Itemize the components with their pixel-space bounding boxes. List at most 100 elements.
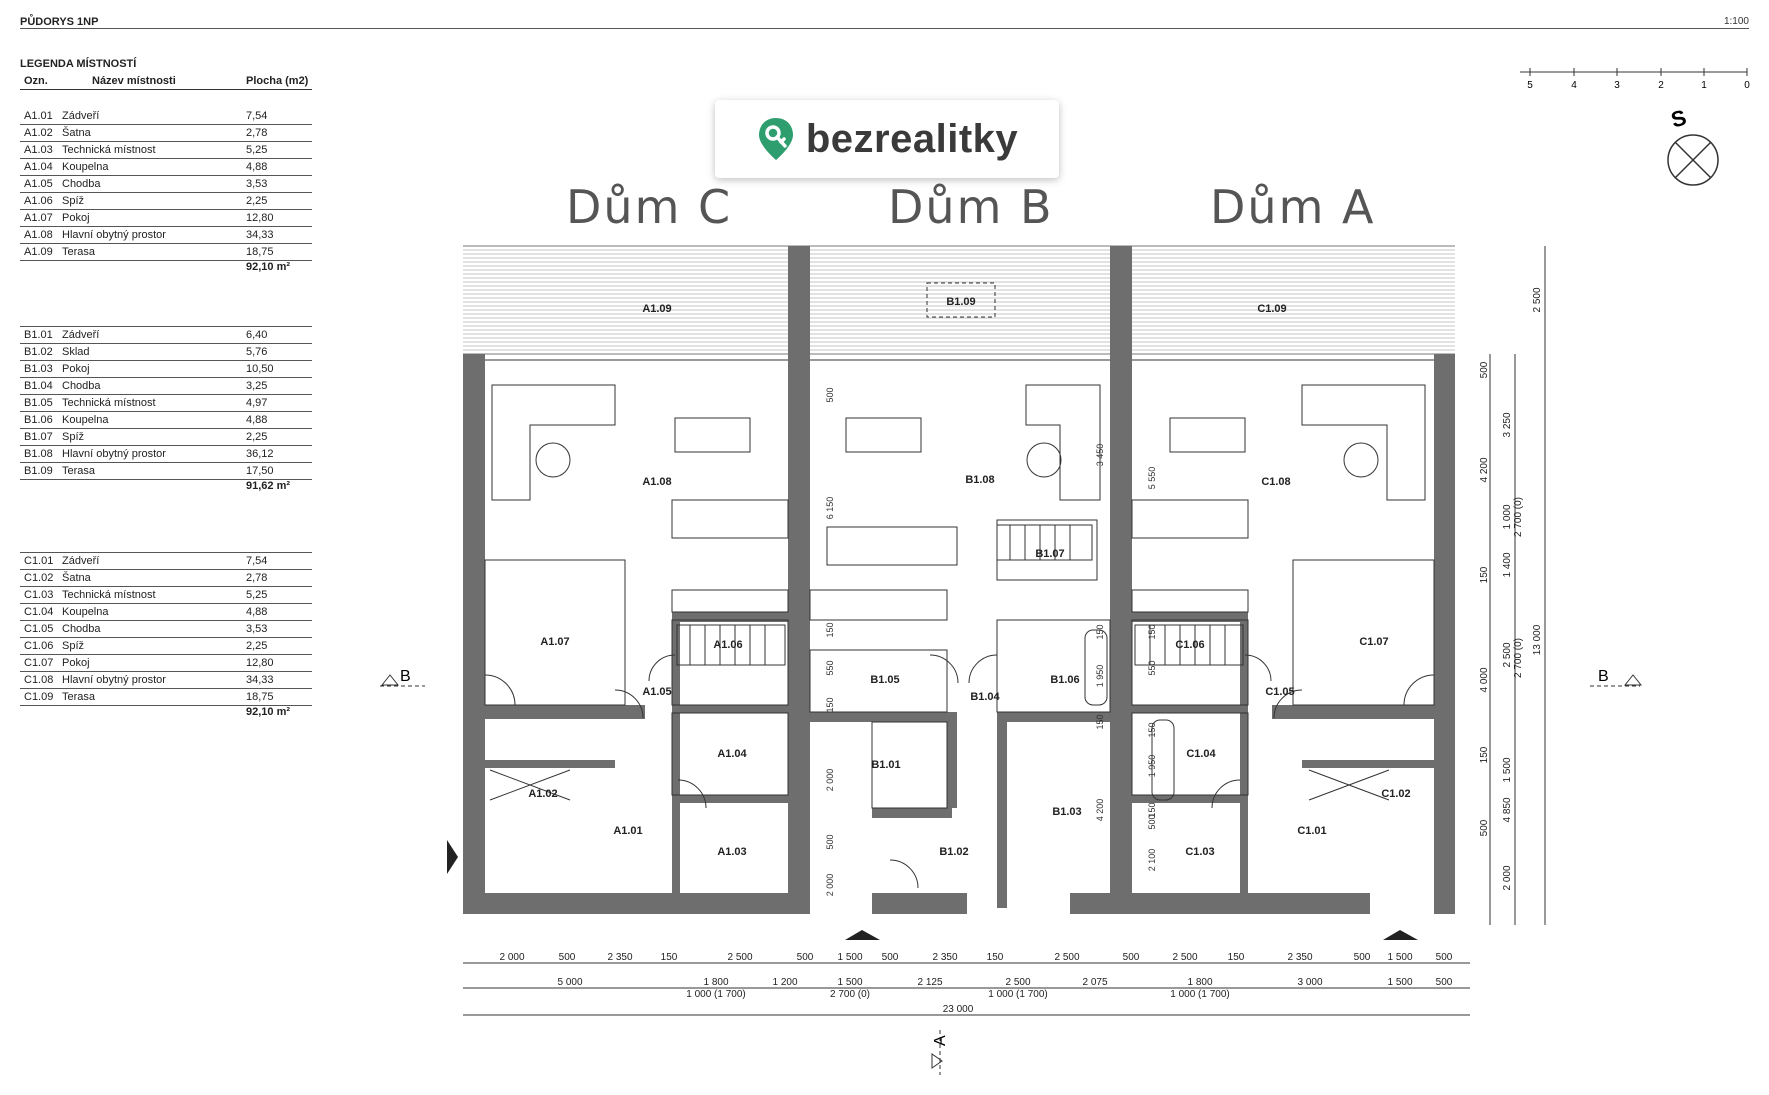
- drawing-title: PŮDORYS 1NP: [20, 16, 99, 28]
- legend-col-id: Ozn.: [24, 74, 48, 87]
- scale-label-3: 3: [1614, 80, 1620, 91]
- dim-r2-0: 5 000: [557, 977, 582, 988]
- dim-r1-7: 500: [882, 952, 899, 963]
- legend-room-id: A1.04: [24, 161, 53, 173]
- legend-room-id: C1.08: [24, 674, 54, 686]
- legend-row: C1.01 Zádveří 7,54: [20, 552, 312, 570]
- dim-total: 23 000: [943, 1004, 974, 1015]
- legend-room-id: B1.07: [24, 431, 53, 443]
- legend-room-id: A1.09: [24, 246, 53, 258]
- house-a-label: Dům A: [1210, 180, 1376, 234]
- dim-r2b-0: 1 000 (1 700): [686, 989, 746, 1000]
- dim-r1-11: 500: [1123, 952, 1140, 963]
- dim-r1-1: 500: [559, 952, 576, 963]
- room-b105: B1.05: [870, 674, 899, 686]
- legend-room-id: C1.07: [24, 657, 54, 669]
- legend-room-id: C1.01: [24, 555, 54, 567]
- drawing-scale: 1:100: [1723, 16, 1749, 27]
- legend-room-id: B1.06: [24, 414, 53, 426]
- dim-in-2: 150: [825, 622, 835, 637]
- dimension-texts: 2 000 500 2 350 150 2 500 500 1 500 500 …: [499, 952, 1452, 1015]
- legend-room-id: A1.07: [24, 212, 53, 224]
- dim-right-8: 4 200: [1479, 457, 1490, 482]
- room-c104: C1.04: [1186, 748, 1216, 760]
- dim-in-11: 150: [1095, 714, 1105, 729]
- dimension-lines: [463, 246, 1546, 1016]
- legend-room-id: C1.04: [24, 606, 54, 618]
- legend-room-name: Terasa: [62, 465, 96, 477]
- dim-in-12: 4 200: [1095, 799, 1105, 822]
- room-c107: C1.07: [1359, 636, 1388, 648]
- legend-room-area: 12,80: [246, 657, 274, 669]
- bezrealitky-logo: bezrealitky: [715, 100, 1059, 178]
- dim-in-6: 500: [825, 834, 835, 849]
- legend-room-area: 4,88: [246, 161, 268, 173]
- legend-room-name: Hlavní obytný prostor: [62, 229, 166, 241]
- dim-r1-5: 500: [797, 952, 814, 963]
- legend-room-area: 3,25: [246, 380, 268, 392]
- dim-in-10: 1 950: [1095, 665, 1105, 688]
- legend-header: Ozn. Název místnosti Plocha (m2): [20, 72, 312, 90]
- legend-room-area: 12,80: [246, 212, 274, 224]
- dim-r2-2: 1 200: [772, 977, 797, 988]
- legend-room-area: 5,76: [246, 346, 268, 358]
- walls: [463, 246, 1455, 914]
- legend-room-area: 5,25: [246, 144, 268, 156]
- legend-room-id: C1.02: [24, 572, 54, 584]
- dim-r2-1: 1 800: [703, 977, 728, 988]
- dim-right-terrace: 2 500: [1532, 287, 1543, 312]
- dim-r2-7: 1 800: [1187, 977, 1212, 988]
- room-c105: C1.05: [1265, 686, 1294, 698]
- dim-right-10: 2 700 (0): [1513, 497, 1524, 537]
- room-b107: B1.07: [1035, 548, 1064, 560]
- north-arrow: S: [1667, 105, 1719, 186]
- dim-right-5: 1 500: [1502, 757, 1513, 782]
- room-b104: B1.04: [970, 691, 1000, 703]
- legend-room-id: C1.03: [24, 589, 54, 601]
- room-a109: A1.09: [642, 303, 671, 315]
- legend-room-area: 18,75: [246, 246, 274, 258]
- dim-in-20: 2 100: [1147, 849, 1157, 872]
- legend-col-area: Plocha (m2): [246, 74, 309, 87]
- dim-r2-6: 2 075: [1082, 977, 1107, 988]
- legend-room-name: Šatna: [62, 127, 91, 139]
- dim-in-7: 2 000: [825, 874, 835, 897]
- legend-room-id: C1.06: [24, 640, 54, 652]
- dim-right-11: 2 700 (0): [1513, 638, 1524, 678]
- legend-room-name: Chodba: [62, 178, 101, 190]
- room-b101: B1.01: [871, 759, 900, 771]
- legend-room-name: Spíž: [62, 195, 85, 207]
- dim-in-14: 150: [1147, 624, 1157, 639]
- room-c102: C1.02: [1381, 788, 1410, 800]
- legend-room-area: 4,97: [246, 397, 268, 409]
- dim-right-2: 1 000: [1502, 504, 1513, 529]
- room-legend: LEGENDA MÍSTNOSTÍ Ozn. Název místnosti P…: [20, 58, 312, 90]
- dim-r2-5: 2 500: [1005, 977, 1030, 988]
- legend-room-area: 7,54: [246, 555, 268, 567]
- legend-room-area: 4,88: [246, 414, 268, 426]
- dim-right-1: 3 250: [1502, 412, 1513, 437]
- legend-room-name: Zádveří: [62, 110, 100, 122]
- interior-dimensions: 500 6 150 150 550 150 2 000 500 2 000 3 …: [825, 387, 1157, 896]
- legend-room-area: 3,53: [246, 178, 268, 190]
- legend-room-id: A1.01: [24, 110, 53, 122]
- legend-title: LEGENDA MÍSTNOSTÍ: [20, 58, 137, 70]
- legend-room-id: B1.02: [24, 346, 53, 358]
- legend-room-name: Zádveří: [62, 555, 100, 567]
- house-c-label: Dům C: [566, 180, 733, 234]
- legend-total: 91,62 m²: [246, 480, 291, 492]
- scale-label-0: 0: [1744, 80, 1750, 91]
- room-a101: A1.01: [613, 825, 642, 837]
- legend-room-name: Koupelna: [62, 161, 109, 173]
- north-letter: S: [1668, 105, 1689, 133]
